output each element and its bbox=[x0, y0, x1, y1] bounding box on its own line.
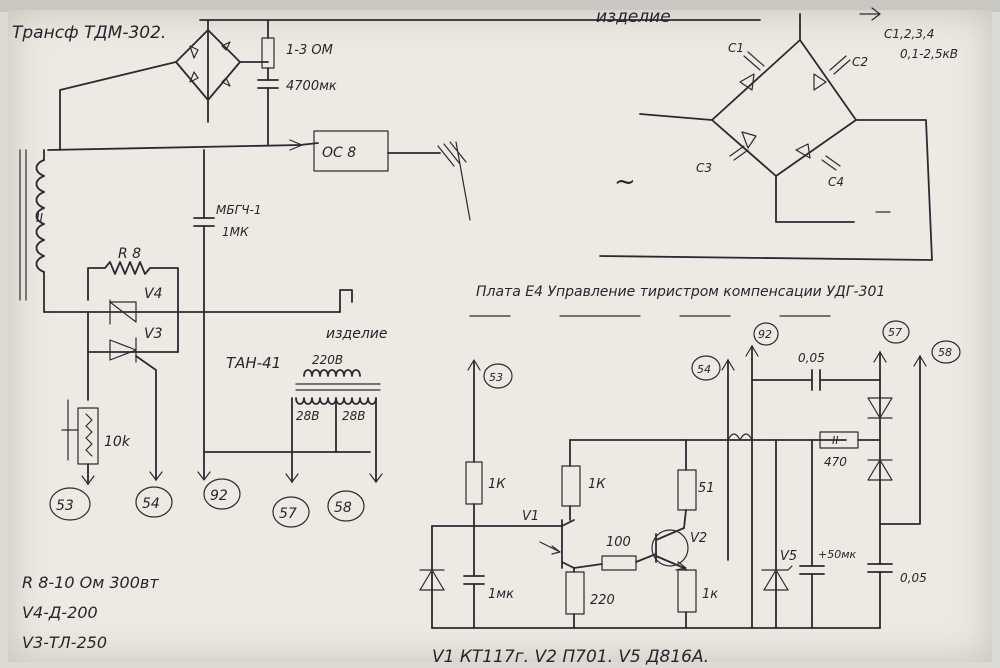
tan-primary: 220В bbox=[312, 353, 343, 367]
mbgch-value: 1МК bbox=[222, 225, 249, 239]
res-51: 51 bbox=[698, 481, 715, 496]
note-v3: V3-ТЛ-250 bbox=[22, 633, 107, 652]
note-v4: V4-Д-200 bbox=[22, 603, 98, 622]
cap-50mk: +50мк bbox=[818, 548, 857, 561]
terminal-circles-left bbox=[49, 478, 365, 528]
note-components: V1 КТ117г. V2 П701. V5 Д816А. bbox=[432, 647, 709, 667]
v4-label: V4 bbox=[144, 286, 162, 302]
tan-secondary-right: 28В bbox=[342, 409, 366, 423]
terminal-53-left: 53 bbox=[56, 498, 74, 514]
note-r8: R 8-10 Ом 300вт bbox=[22, 573, 159, 592]
v5-label: V5 bbox=[780, 549, 797, 564]
terminal-57-left: 57 bbox=[279, 506, 297, 522]
res-470: 470 bbox=[824, 455, 847, 469]
relay-label: ОС 8 bbox=[322, 145, 356, 161]
v3-label: V3 bbox=[144, 326, 162, 342]
tan-label: ТАН-41 bbox=[226, 354, 281, 372]
res-1k-b: 1К bbox=[588, 477, 606, 492]
res-1k-a: 1К bbox=[488, 477, 506, 492]
c4-label: С4 bbox=[828, 175, 844, 189]
board-title: Плата Е4 Управление тиристром компенсаци… bbox=[476, 284, 885, 300]
labels: Трансф ТДМ-302. 1-3 ОМ 4700мк ОС 8 МБГЧ-… bbox=[12, 7, 958, 667]
cap-005-top: 0,05 bbox=[798, 351, 825, 365]
terminal-92-left: 92 bbox=[210, 488, 228, 504]
v1-label: V1 bbox=[522, 509, 539, 524]
r8-label: R 8 bbox=[118, 246, 141, 262]
output-izdelie-label: изделие bbox=[326, 326, 388, 342]
v2-label: V2 bbox=[690, 531, 707, 546]
terminal-54-board: 54 bbox=[697, 363, 711, 376]
winding-mark: II bbox=[36, 211, 44, 225]
top-izdelie-label: изделие bbox=[596, 7, 671, 27]
res-220: 220 bbox=[590, 593, 615, 608]
terminal-54-left: 54 bbox=[142, 496, 160, 512]
c2-label: С2 bbox=[852, 55, 868, 69]
res-100: 100 bbox=[606, 535, 631, 550]
pot-10k-label: 10k bbox=[104, 434, 131, 450]
terminal-58-left: 58 bbox=[334, 500, 352, 516]
capacitor-list: С1,2,3,4 bbox=[884, 27, 934, 41]
browser-strip bbox=[0, 0, 1000, 12]
ac-symbol: ~ bbox=[614, 167, 636, 197]
transformer-label: Трансф ТДМ-302. bbox=[12, 23, 166, 43]
c1-label: С1 bbox=[728, 41, 744, 55]
res-1k-c: 1к bbox=[702, 587, 718, 602]
paper-sheet bbox=[8, 10, 992, 662]
res-470-mark: II bbox=[832, 434, 839, 447]
mbgch-label: МБГЧ-1 bbox=[216, 203, 261, 217]
terminal-57-board: 57 bbox=[888, 326, 902, 339]
resistor-value: 1-3 ОМ bbox=[286, 43, 333, 58]
terminal-53-board: 53 bbox=[489, 371, 503, 384]
thyristor-bridge-section bbox=[599, 7, 933, 261]
c3-label: С3 bbox=[696, 161, 712, 175]
cap-005-right: 0,05 bbox=[900, 571, 927, 585]
transformer-section bbox=[19, 19, 761, 485]
capacitor-value: 4700мк bbox=[286, 79, 337, 94]
tan-secondary-left: 28В bbox=[296, 409, 320, 423]
cap-1mk: 1мк bbox=[488, 587, 514, 602]
terminal-92-board: 92 bbox=[758, 328, 772, 341]
capacitor-rating: 0,1-2,5кВ bbox=[900, 47, 958, 61]
terminal-circles-board bbox=[483, 320, 961, 389]
terminal-58-board: 58 bbox=[938, 346, 952, 359]
control-board-section bbox=[419, 315, 927, 629]
